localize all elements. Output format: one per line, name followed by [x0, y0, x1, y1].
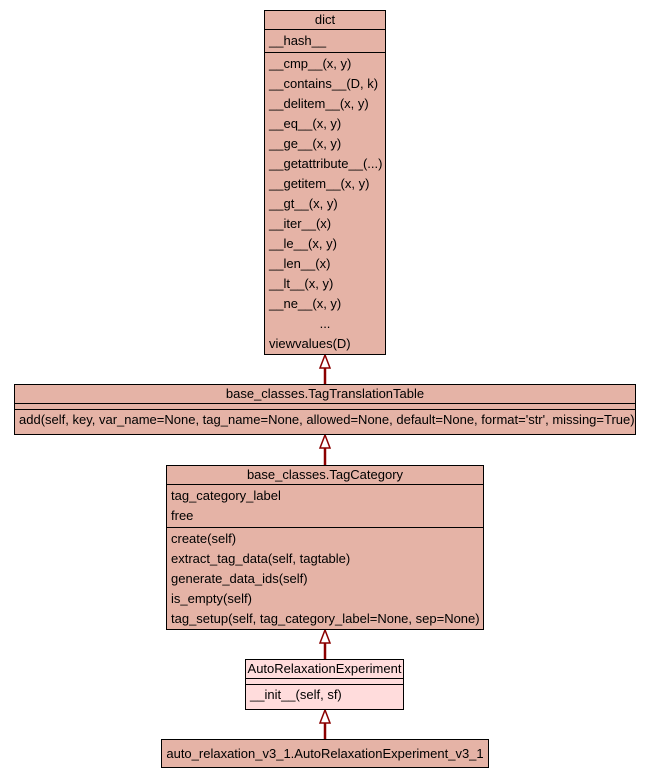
method: __iter__(x): [269, 216, 332, 231]
attribute: __hash__: [269, 33, 327, 48]
method: __gt__(x, y): [269, 196, 338, 211]
method: __cmp__(x, y): [269, 56, 352, 71]
attributes-section: [246, 679, 403, 685]
method: __ne__(x, y): [269, 296, 342, 311]
methods-section: __cmp__(x, y) __contains__(D, k) __delit…: [265, 53, 385, 355]
methods-section: __init__(self, sf): [246, 685, 403, 706]
class-tag-translation-table[interactable]: base_classes.TagTranslationTable add(sel…: [14, 384, 636, 435]
class-title: dict: [265, 11, 385, 30]
method: add(self, key, var_name=None, tag_name=N…: [19, 412, 635, 427]
inherit-arrowhead: [318, 352, 332, 369]
method: is_empty(self): [171, 591, 252, 606]
class-auto-relaxation-v3-1[interactable]: auto_relaxation_v3_1.AutoRelaxationExper…: [161, 739, 489, 768]
method: __init__(self, sf): [250, 687, 342, 702]
inherit-arrowhead: [318, 627, 332, 644]
class-tag-category[interactable]: base_classes.TagCategory tag_category_la…: [166, 465, 484, 630]
more-methods-ellipsis: ...: [319, 316, 331, 331]
method: __getitem__(x, y): [269, 176, 370, 191]
methods-section: create(self) extract_tag_data(self, tagt…: [167, 528, 483, 630]
method: __ge__(x, y): [269, 136, 342, 151]
class-title: base_classes.TagCategory: [167, 466, 483, 485]
methods-section: add(self, key, var_name=None, tag_name=N…: [15, 410, 635, 431]
method: __le__(x, y): [269, 236, 337, 251]
inherit-arrowhead: [318, 707, 332, 724]
method: __delitem__(x, y): [269, 96, 369, 111]
method: __eq__(x, y): [269, 116, 342, 131]
class-title: AutoRelaxationExperiment: [246, 660, 403, 679]
method: generate_data_ids(self): [171, 571, 308, 586]
class-title: base_classes.TagTranslationTable: [15, 385, 635, 404]
method: create(self): [171, 531, 237, 546]
attribute: free: [171, 508, 194, 523]
method: __len__(x): [269, 256, 331, 271]
method: extract_tag_data(self, tagtable): [171, 551, 351, 566]
attribute: tag_category_label: [171, 488, 281, 503]
attributes-section: __hash__: [265, 30, 385, 53]
class-dict[interactable]: dict __hash__ __cmp__(x, y) __contains__…: [264, 10, 386, 355]
class-auto-relaxation-experiment[interactable]: AutoRelaxationExperiment __init__(self, …: [245, 659, 404, 710]
method: __getattribute__(...): [269, 156, 383, 171]
method: __lt__(x, y): [269, 276, 334, 291]
method: viewvalues(D): [269, 336, 351, 351]
class-title: auto_relaxation_v3_1.AutoRelaxationExper…: [166, 746, 484, 761]
attributes-section: [15, 404, 635, 410]
attributes-section: tag_category_label free: [167, 485, 483, 528]
method: __contains__(D, k): [269, 76, 379, 91]
method: tag_setup(self, tag_category_label=None,…: [171, 611, 480, 626]
inherit-arrowhead: [318, 432, 332, 449]
